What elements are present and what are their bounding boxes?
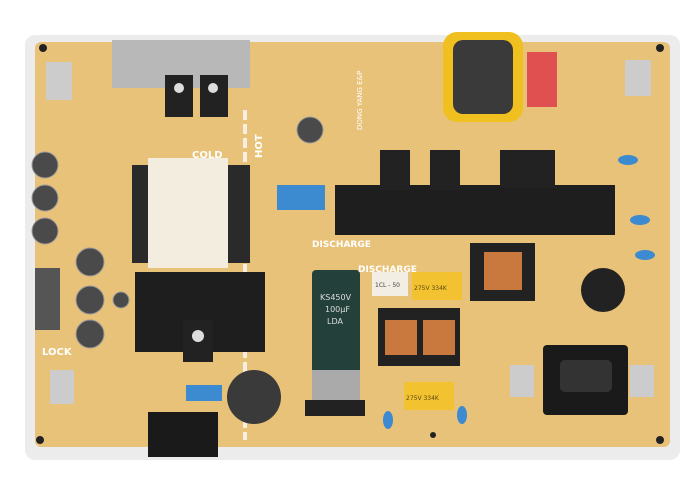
- label-hot: HOT: [254, 134, 265, 158]
- common-mode-choke-1: [470, 243, 535, 301]
- heatsink-main: [335, 185, 615, 235]
- brand-text: DONG YANG E&P: [356, 71, 364, 130]
- label-discharge-1: DISCHARGE: [312, 240, 371, 250]
- common-mode-choke-2: [378, 308, 460, 366]
- output-connector[interactable]: [35, 268, 60, 330]
- cap-text-1: KS450V: [320, 293, 352, 302]
- output-inductor: [227, 370, 281, 424]
- film-cap-text-2: 275V 334K: [406, 395, 440, 402]
- ceramic-capacitors: [186, 155, 655, 429]
- film-capacitor-1: [412, 272, 462, 300]
- cap-text-3: LDA: [327, 317, 343, 326]
- bottom-connector[interactable]: [148, 412, 218, 457]
- mounting-holes: [36, 44, 664, 444]
- x-cap-text: 1CL - 50: [375, 282, 400, 289]
- x-capacitor: [372, 272, 408, 296]
- label-lock: LOCK: [42, 347, 73, 358]
- label-discharge-2: DISCHARGE: [358, 265, 417, 275]
- film-cap-text-1: 275V 334K: [414, 285, 448, 292]
- small-capacitors: [31, 116, 324, 349]
- varistor: [581, 268, 625, 312]
- cap-text-2: 100µF: [325, 305, 350, 314]
- ac-inlet[interactable]: [543, 345, 628, 415]
- label-cold: COLD: [192, 150, 223, 161]
- bulk-capacitor: [305, 270, 365, 416]
- film-capacitor-2: [404, 382, 454, 410]
